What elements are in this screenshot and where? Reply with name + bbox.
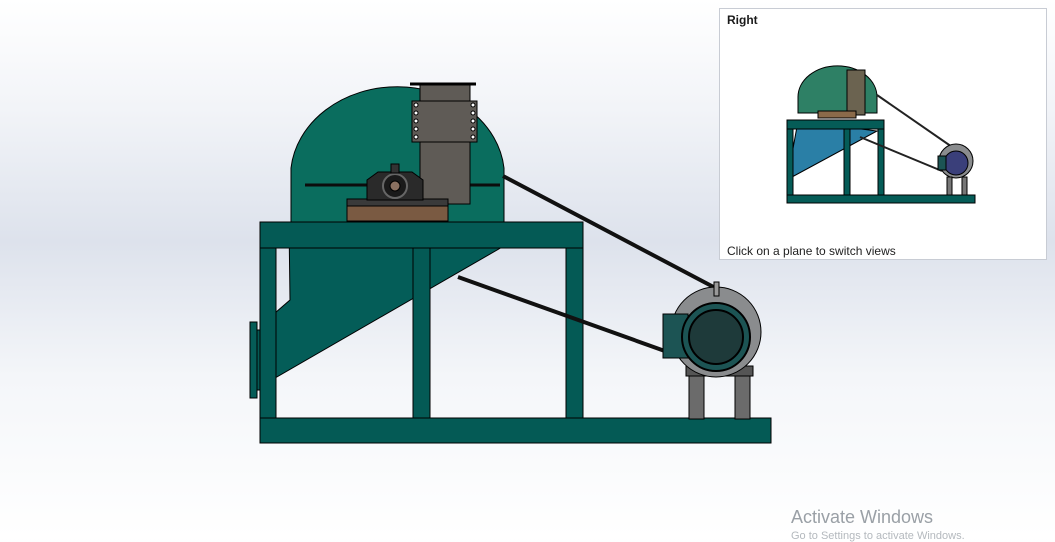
drive-belt-upper[interactable] [502, 174, 724, 294]
mini-leg-2 [843, 128, 851, 196]
frame-base-beam[interactable] [259, 417, 772, 444]
frame-leg-left[interactable] [259, 247, 277, 419]
mini-leg-1 [786, 128, 794, 196]
mini-terminal-box [937, 155, 947, 171]
motor-pulley [688, 309, 744, 365]
view-name-label: Right [727, 13, 758, 27]
mini-machine-preview[interactable] [720, 9, 1046, 259]
activation-watermark-title: Activate Windows [791, 507, 934, 527]
mini-frame-top [786, 119, 885, 130]
hopper-bolts [413, 102, 476, 140]
frame-leg-middle[interactable] [412, 247, 431, 419]
frame-top-beam[interactable] [259, 221, 584, 249]
motor-leg-right[interactable] [734, 371, 751, 420]
shaft-end [389, 180, 401, 192]
mini-motor-leg-1 [946, 176, 953, 196]
activation-watermark-subtitle: Go to Settings to activate Windows. [791, 530, 965, 542]
mini-bearing-base [817, 110, 857, 119]
grease-nipple [390, 163, 400, 174]
mini-belt-upper [876, 94, 956, 150]
mini-motor [943, 150, 969, 176]
mini-motor-leg-2 [961, 176, 968, 196]
view-orientation-panel[interactable]: Right Click on a plane to switch views [719, 8, 1047, 260]
frame-leg-right[interactable] [565, 247, 584, 419]
mini-frame-base [786, 194, 976, 204]
bearing-base[interactable] [346, 204, 449, 222]
view-switch-hint: Click on a plane to switch views [727, 244, 896, 258]
motor-leg-left[interactable] [688, 371, 705, 420]
mini-hopper [846, 69, 866, 116]
hopper-flange [411, 100, 478, 143]
chute-flange [249, 321, 258, 399]
motor-lifting-eye [713, 281, 720, 297]
drive-belt-lower[interactable] [457, 275, 691, 362]
mini-belt-lower [859, 136, 943, 172]
mini-leg-3 [877, 128, 885, 196]
